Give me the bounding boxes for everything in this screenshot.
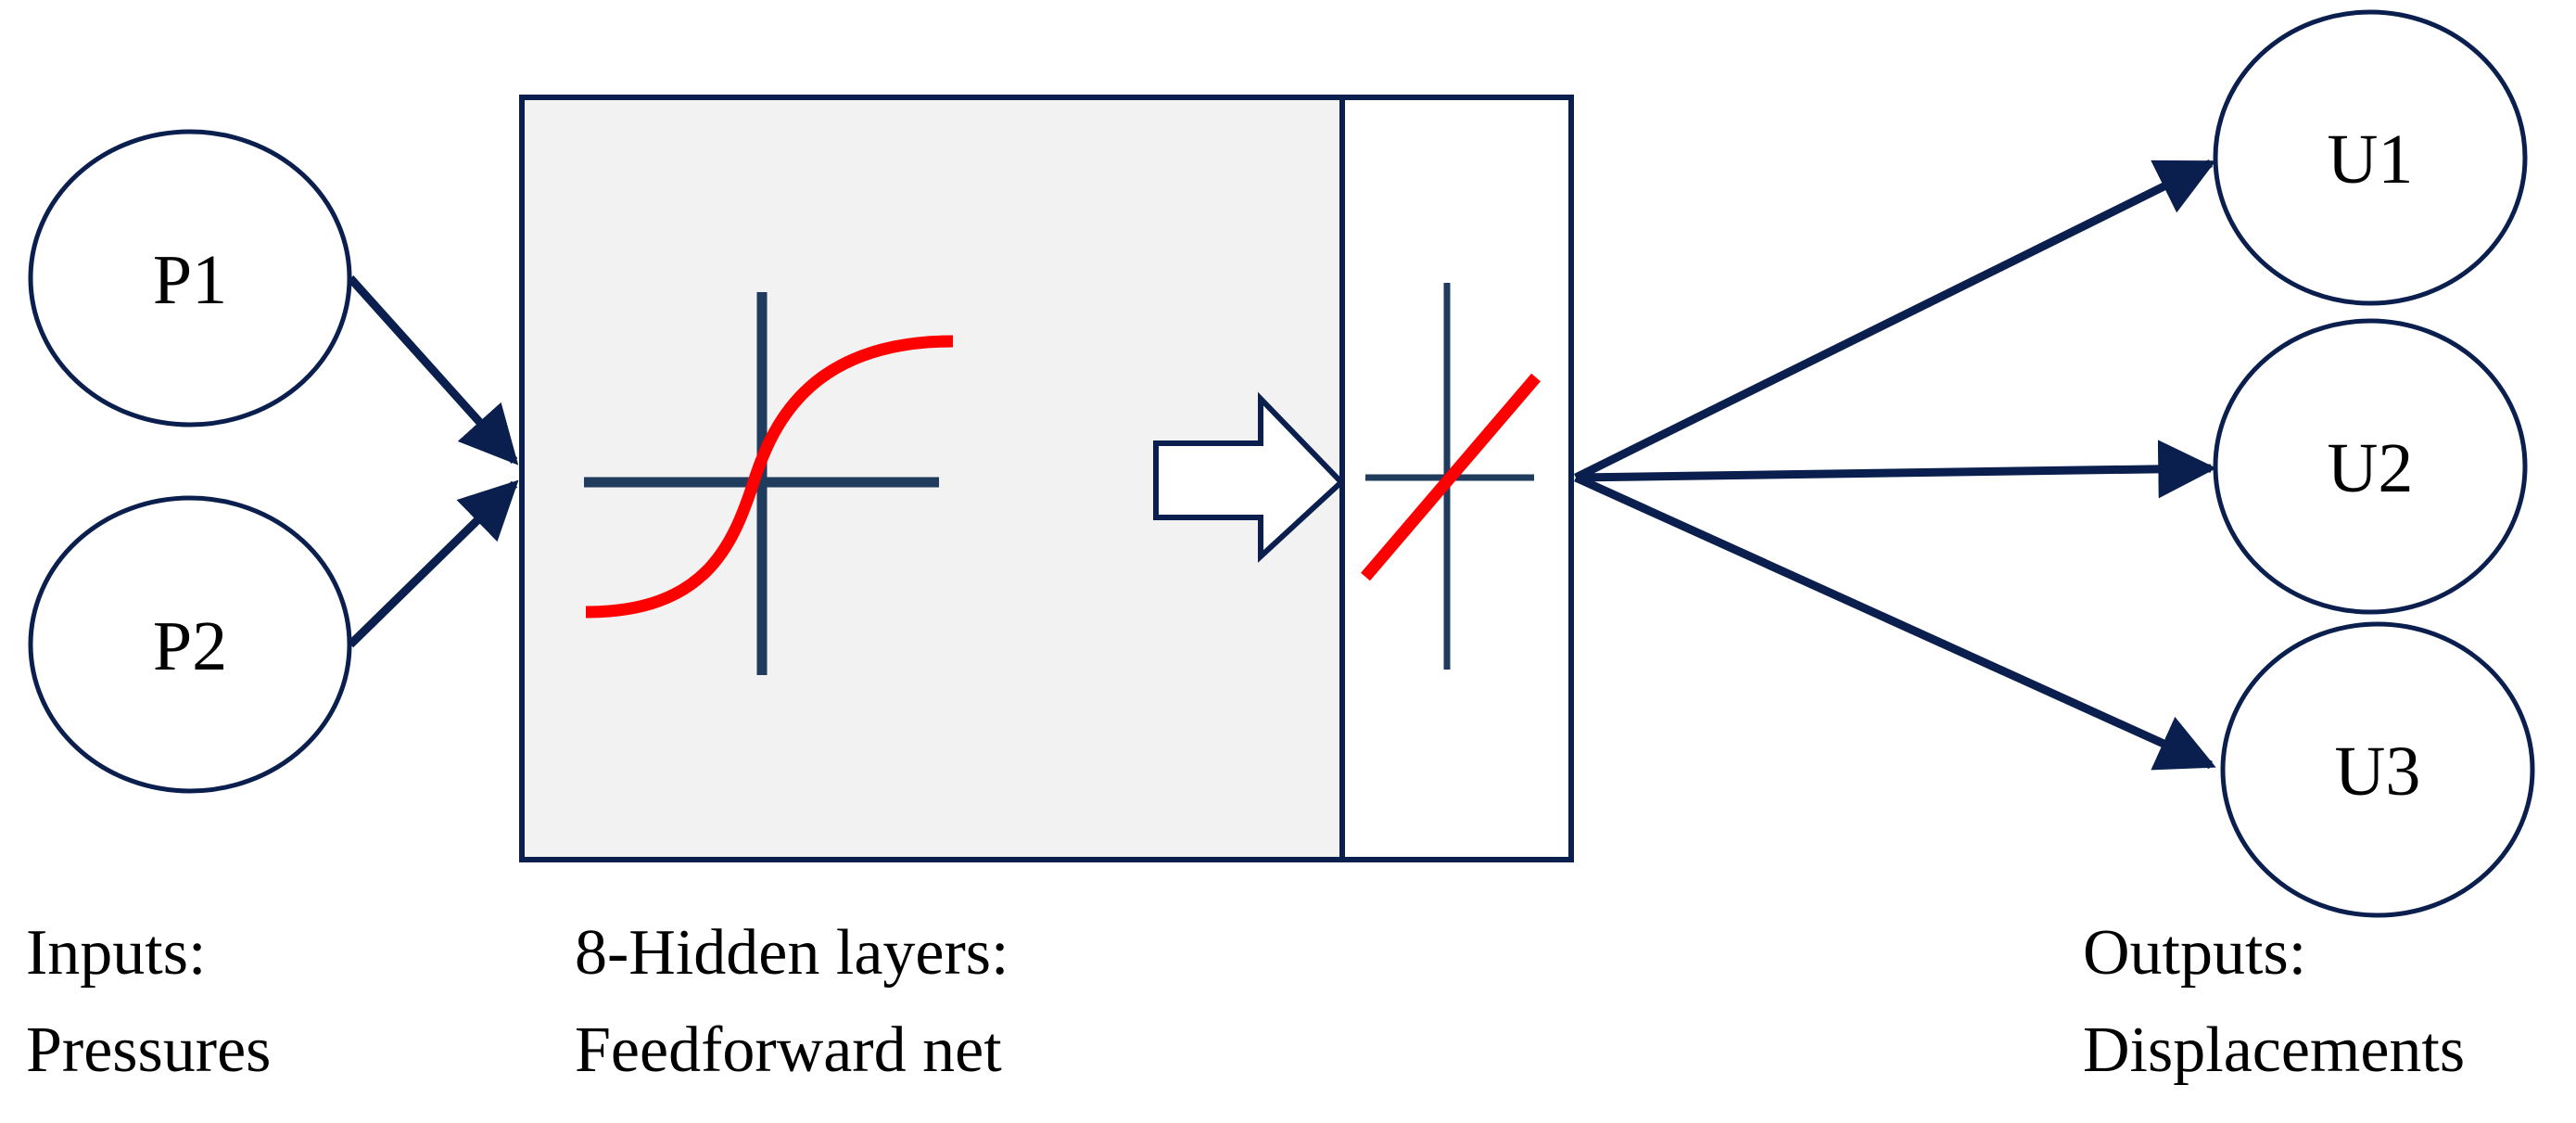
output-node-u3-label: U3 (2335, 733, 2421, 810)
linear-activation-icon (1361, 283, 1541, 670)
output-node-u2-label: U2 (2328, 429, 2414, 507)
input-node-p1: P1 (28, 129, 352, 428)
output-node-u1-label: U1 (2328, 121, 2414, 198)
hidden-caption-line2: Feedforward net (575, 1015, 1002, 1086)
input-node-p2: P2 (28, 495, 352, 794)
input-node-p1-label: P1 (153, 241, 227, 319)
outputs-caption-line2: Displacements (2083, 1015, 2465, 1086)
outputs-caption-line1: Outputs: (2083, 917, 2306, 989)
arrow-to-u2 (1575, 440, 2217, 499)
output-node-u3: U3 (2220, 621, 2535, 918)
inputs-caption-line2: Pressures (26, 1015, 271, 1086)
inputs-caption-line1: Inputs: (26, 917, 206, 989)
block-arrow-icon (1153, 391, 1346, 563)
arrow-to-u3 (1574, 473, 2216, 771)
input-node-p2-label: P2 (153, 607, 227, 685)
output-node-u2: U2 (2213, 318, 2528, 615)
arrow-p2-to-hidden (347, 479, 519, 648)
hidden-caption-line1: 8-Hidden layers: (575, 917, 1009, 989)
outputs-caption: Outputs: Displacements (2083, 917, 2465, 1086)
arrow-p1-to-hidden (347, 274, 519, 466)
hidden-caption: 8-Hidden layers: Feedforward net (575, 917, 1009, 1086)
inputs-caption: Inputs: Pressures (26, 917, 271, 1086)
output-node-u1: U1 (2213, 9, 2528, 306)
arrow-to-u1 (1574, 159, 2216, 482)
sigmoid-activation-icon (584, 292, 954, 675)
